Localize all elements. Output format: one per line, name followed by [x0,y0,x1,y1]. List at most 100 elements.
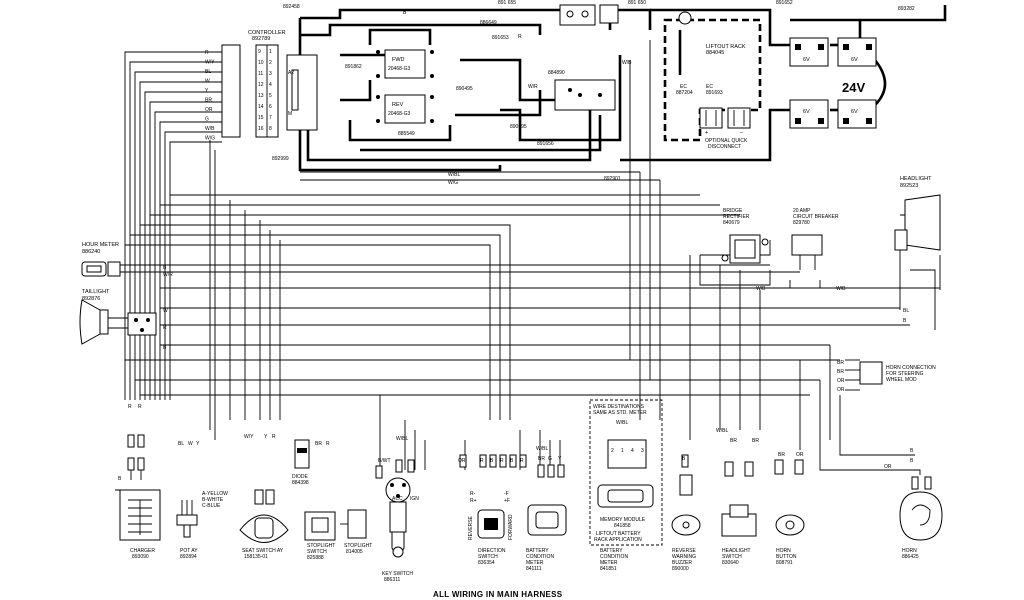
horn-button [774,459,805,536]
taillight-name: TAILLIGHT [82,289,110,295]
wire-label: 3 [641,448,644,454]
controller-m-label: M [288,111,292,117]
wire-label: BR [778,452,785,458]
fwd-label: FWD [392,57,405,63]
controller-pin-number: 2 [269,60,272,66]
controller-wire-label: Y [205,88,209,94]
bridge-rectifier-name: BRIDGE [723,208,743,214]
terminal-block [554,79,616,111]
label-891653: 891653 [492,35,509,41]
rev-contactor: REV 20468-G3 [376,94,434,124]
key-switch-number: 886311 [384,577,401,583]
wire-label: W [188,441,193,447]
label-893282: 893282 [898,6,915,12]
headlight-switch-name2: SWITCH [722,554,742,560]
label-892458: 892458 [283,4,300,10]
wire-label: OR [837,378,845,384]
wire-label: BR [538,456,545,462]
hour-meter [81,261,160,277]
controller-wire-label: W/B [205,126,215,132]
wire-label: R [272,434,276,440]
label-891652: 891652 [776,0,793,6]
hour-meter-name: HOUR METER [82,242,119,248]
wire-label: R [128,404,132,410]
cell-label: 6V [851,109,858,115]
charger-number: 893090 [132,554,149,560]
wire-label: BR [837,360,844,366]
memory-module-panel [589,399,663,546]
controller-pin-number: 10 [258,60,264,66]
bridge-rectifier-number: 840679 [723,220,740,226]
wire-label: W/G [448,180,458,186]
headlight-switch-number: 830640 [722,560,739,566]
wire-label: B [682,456,686,462]
headlight-name: HEADLIGHT [900,176,932,182]
seat-switch [239,489,289,543]
bcm2-name: BATTERY [600,548,623,554]
wire-label: BR [837,369,844,375]
label-885549: 885549 [398,131,415,137]
headlight [894,194,941,251]
wire-label: B [163,345,167,351]
bcm-name: BATTERY [526,548,549,554]
wire-label: BR [315,441,322,447]
circuit-breaker-number: 829780 [793,220,810,226]
label-886649: 886649 [480,20,497,26]
wire-label: B [163,265,167,271]
bcm2-name2: CONDITION [600,554,628,560]
controller-number: 892789 [252,36,270,42]
stoplight-switch-name2: SWITCH [307,549,327,555]
label-892901: 892901 [604,176,621,182]
wire-label: 2 [611,448,614,454]
stoplight-number: 814005 [346,549,363,555]
cell-label: 6V [803,57,810,63]
controller-pin-number: 3 [269,71,272,77]
wire-label: B [510,458,514,464]
ec-right-number: 891693 [706,90,723,96]
wire-label: OR [884,464,892,470]
ec-right-connector [727,107,751,129]
wire-label: BL [903,308,909,314]
wire-label: BR [752,438,759,444]
part-number-labels: 892458 886649 891653 891862 884890 89049… [272,0,915,182]
memory-module-number: 841858 [614,523,631,529]
headlight-switch [721,461,757,537]
key-switch [385,477,411,558]
wire-label: W/R [528,84,538,90]
direction-r-minus: R- [470,491,476,497]
label-891862: 891862 [345,64,362,70]
wire-label: W/BL [716,428,728,434]
pot-name: POT AY [180,548,198,554]
controller-wire-label: BR [205,98,212,104]
controller-pin-number: 4 [269,82,272,88]
wire-label: R [163,325,167,331]
bcm2-name3: METER [600,560,618,566]
bcm-name3: METER [526,560,544,566]
controller-wire-label: W [205,79,210,85]
label-884890: 884890 [548,70,565,76]
ec-left-connector [699,107,723,129]
label-891655: 891 655 [498,0,516,6]
pot-legend-b: B-WHITE [202,497,224,503]
controller-pin-number: 9 [258,49,261,55]
direction-switch-name: DIRECTION [478,548,506,554]
wire-label: Y [264,434,268,440]
horn-connection-name3: WHEEL MOD [886,377,917,383]
direction-r-plus: R+ [470,498,477,504]
wire-label: W/BL [536,446,548,452]
controller-pin-number: 15 [258,115,264,121]
controller-pin-number: 14 [258,104,264,110]
wire-label: BL [178,441,184,447]
direction-reverse-label: REVERSE [468,515,474,540]
wire-label: OR [458,458,466,464]
horn-button-number: 808791 [776,560,793,566]
taillight-number: 892876 [82,296,100,302]
wire-destinations-line1: WIRE DESTINATIONS [593,404,645,410]
wire-label: W [163,308,168,314]
hour-meter-number: 886240 [82,249,100,255]
wire-label: W/B [756,286,766,292]
wire-label: B [490,458,494,464]
headlight-number: 892523 [900,183,918,189]
diode-number: 884398 [292,480,309,486]
liftout-battery-line1: LIFTOUT BATTERY [596,531,641,537]
